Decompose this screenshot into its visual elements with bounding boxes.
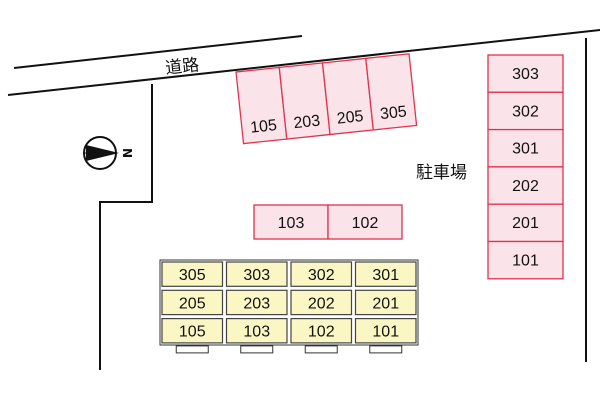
angled-parking-slot-label: 203 [293,113,321,133]
apartment-unit-label: 102 [308,324,335,341]
right-parking-slot-label: 303 [512,66,539,83]
right-parking-slot-label: 301 [512,141,539,158]
angled-parking-slot [365,53,418,131]
right-parking-slot [487,166,564,205]
angled-parking-slot-label: 205 [336,108,364,128]
apartment-unit [354,318,417,344]
right-parking-slot [487,203,564,243]
apartment-unit-label: 303 [243,267,270,284]
apartment-unit-label: 205 [179,295,206,312]
apartment-unit-label: 201 [372,295,399,312]
apartment-unit-label: 101 [372,324,399,341]
middle-parking-area: 103 102 [253,204,403,240]
compass-north-label: N [120,147,135,159]
road-label: 道路 [164,55,201,79]
right-parking-slot [487,91,564,131]
angled-parking-slot-label: 105 [249,117,277,137]
balcony-tab [175,345,209,354]
angled-parking-slot-label: 305 [379,103,407,123]
apartment-building: 305 303 302 301 205 203 202 201 105 103 102 101 [161,261,417,354]
right-parking-slot-label: 302 [512,103,539,120]
apartment-unit [290,318,353,344]
apartment-unit [161,261,224,287]
north-arrow-icon [83,136,119,170]
apartment-unit [161,289,224,316]
right-parking-slot-label: 101 [512,253,539,270]
apartment-unit [225,261,288,287]
road-edge-top [13,35,303,69]
apartment-unit-label: 103 [243,324,270,341]
parking-label: 駐車場 [416,163,467,183]
apartment-unit-label: 105 [179,324,206,341]
middle-parking-slot [327,204,403,240]
right-parking-area: 303 302 301 202 201 101 [487,54,564,280]
right-parking-slot-label: 202 [512,178,539,195]
apartment-unit-label: 301 [372,267,399,284]
property-boundary-left [99,84,153,370]
apartment-unit [354,261,417,287]
balcony-tab [369,345,403,354]
apartment-unit [161,318,224,344]
right-parking-slot [487,240,564,280]
apartment-unit-label: 302 [308,267,335,284]
apartment-unit [290,261,353,287]
right-parking-slot-label: 201 [512,215,539,232]
middle-parking-slot-label: 102 [352,215,379,232]
apartment-unit-label: 202 [308,295,335,312]
building-outline [159,259,419,346]
angled-parking-area: 105 203 205 305 [235,53,418,145]
apartment-unit [354,289,417,316]
balcony-tab [240,345,274,354]
right-parking-slot [487,54,564,93]
right-parking-slot [487,128,564,168]
middle-parking-slot-label: 103 [278,215,305,232]
balcony-tab [304,345,338,354]
apartment-unit [225,318,288,344]
road-edge-bottom [7,29,600,96]
apartment-unit-label: 203 [243,295,270,312]
apartment-unit [225,289,288,316]
apartment-unit [290,289,353,316]
apartment-unit-label: 305 [179,267,206,284]
